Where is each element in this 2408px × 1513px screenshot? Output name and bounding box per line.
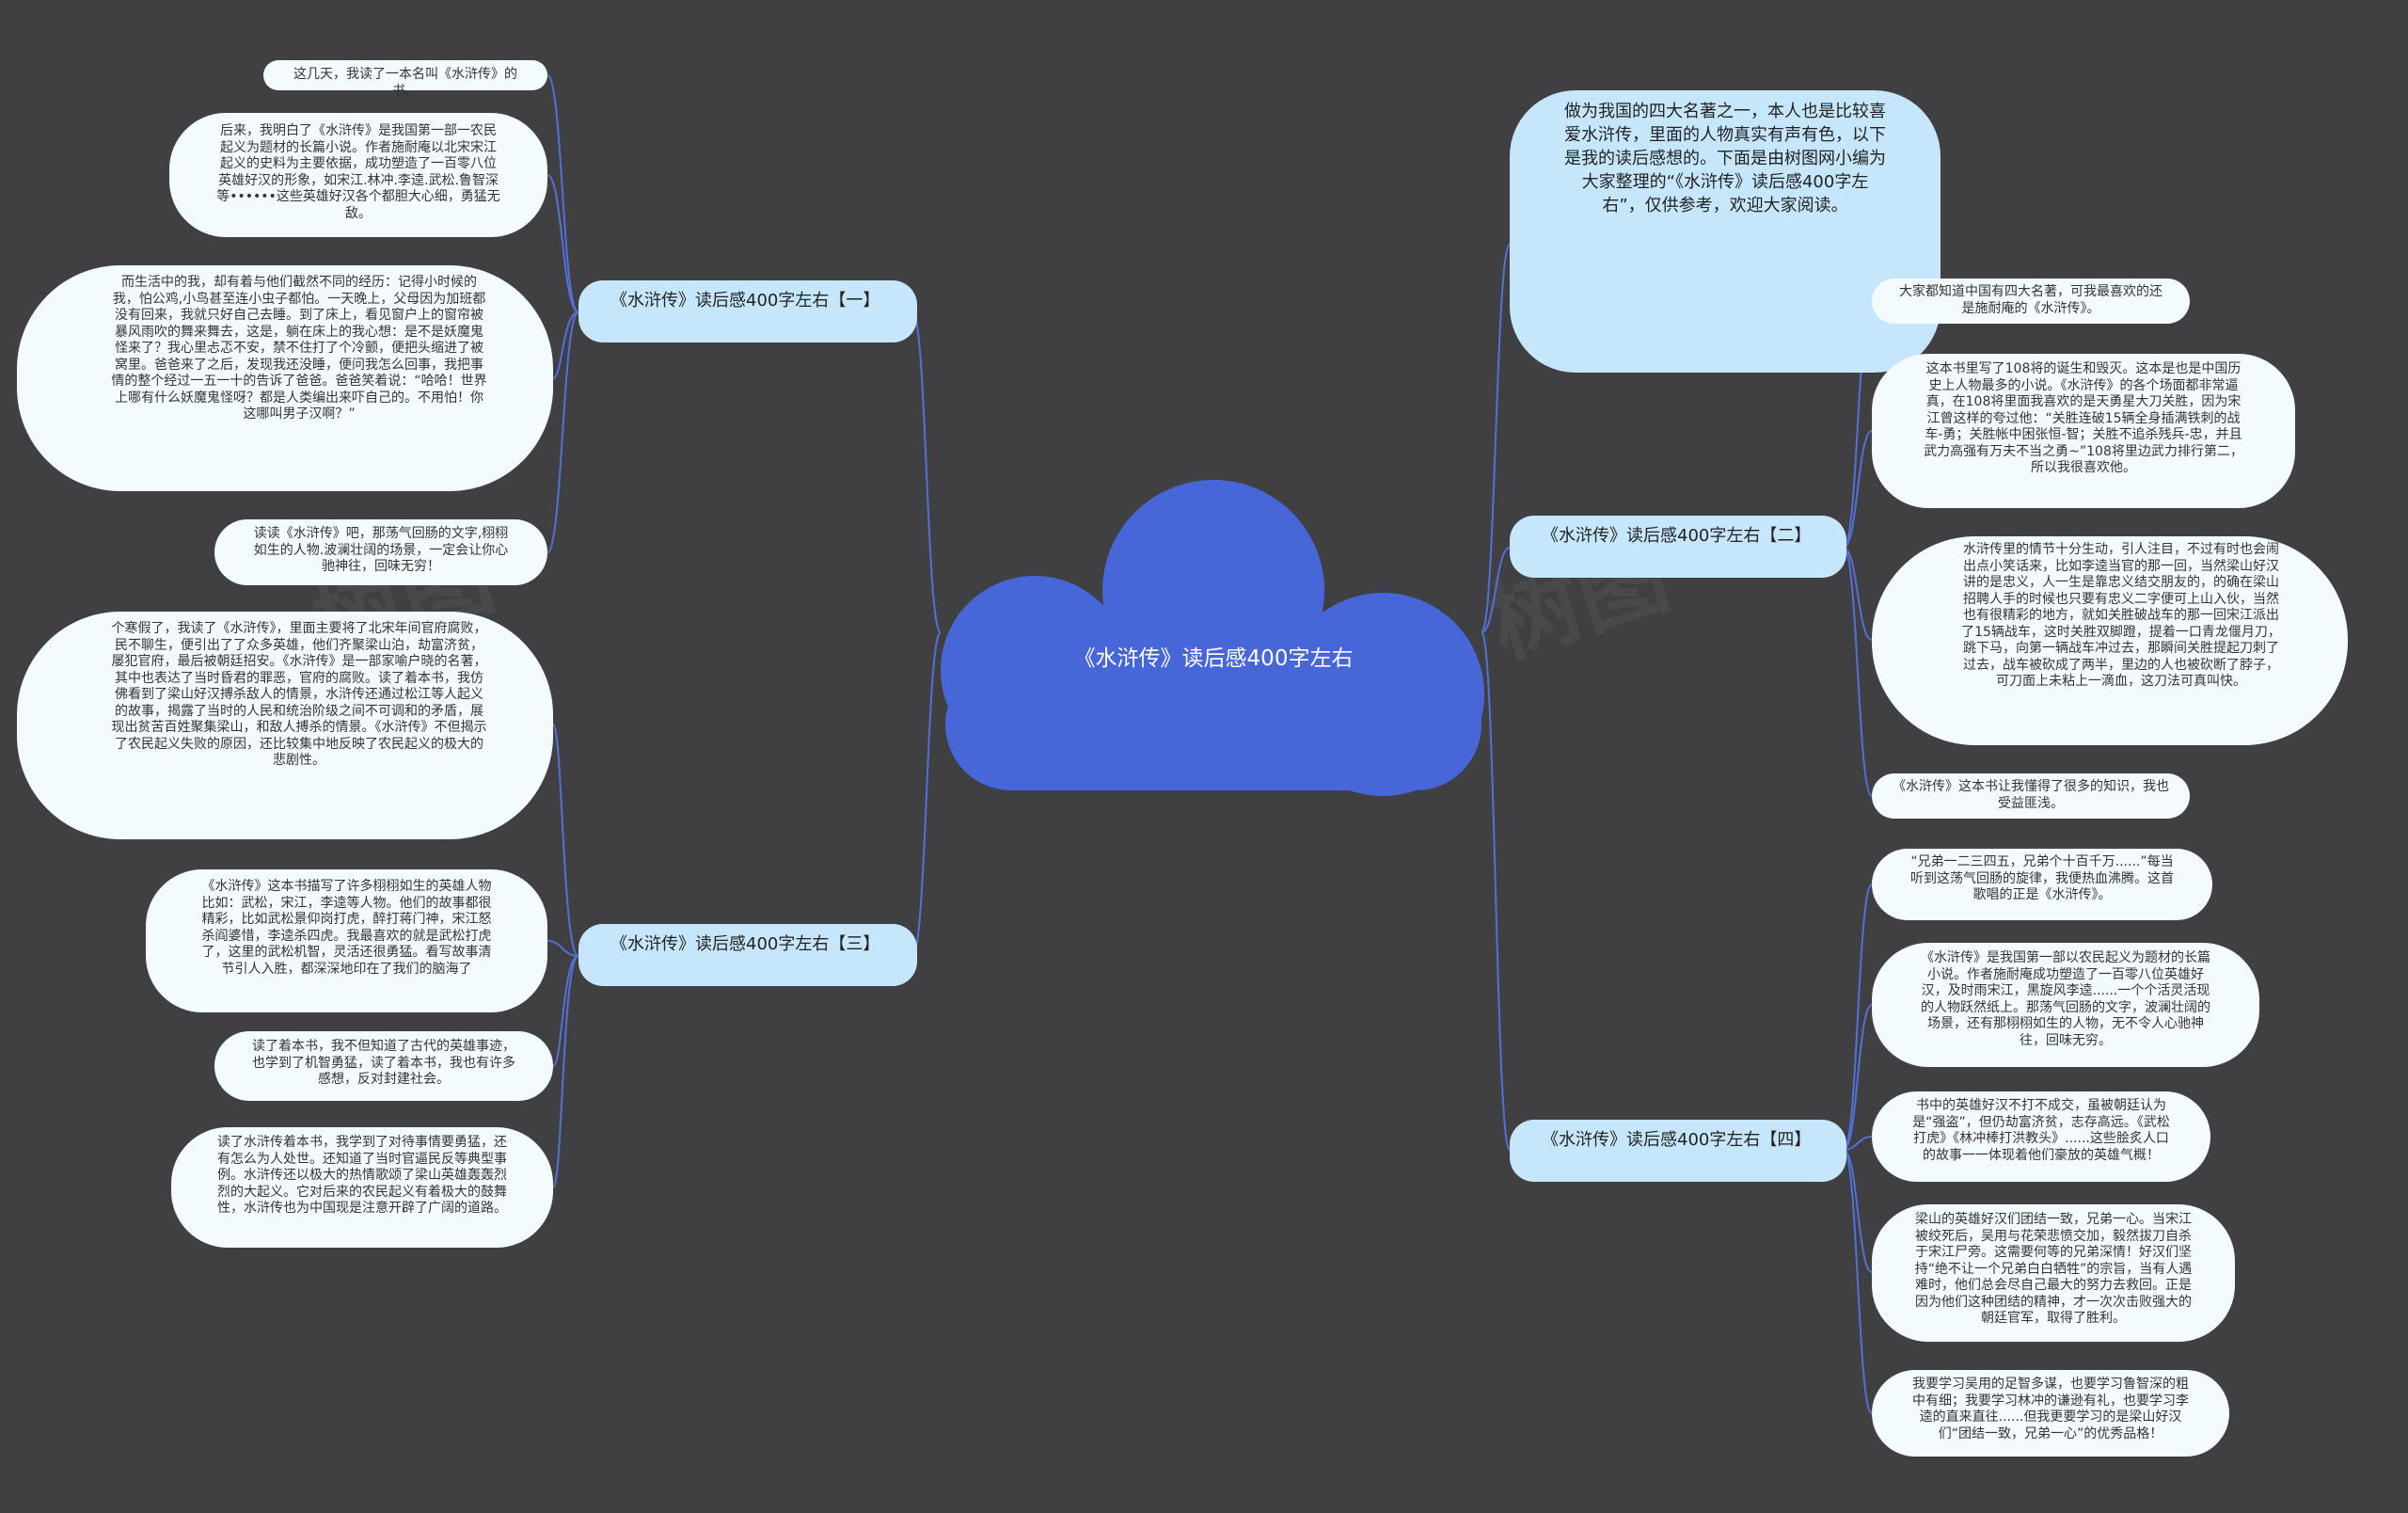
- leaf-node[interactable]: 《水浒传》这本书描写了许多栩栩如生的英雄人物比如：武松，宋江，李逵等人物。他们的…: [146, 869, 547, 1012]
- branch-1-node[interactable]: 《水浒传》读后感400字左右【一】: [578, 280, 917, 342]
- connector-root-intro: [1481, 244, 1511, 633]
- leaf-node[interactable]: 个寒假了，我读了《水浒传》，里面主要将了北宋年间官府腐败，民不聊生，便引出了了众…: [17, 612, 553, 839]
- leaf-node[interactable]: 读了水浒传着本书，我学到了对待事情要勇猛，还有怎么为人处世。还知道了当时官逼民反…: [171, 1127, 553, 1248]
- leaf-node[interactable]: “兄弟一二三四五，兄弟个十百千万......”每当听到这荡气回肠的旋律，我便热血…: [1872, 849, 2212, 920]
- leaf-node[interactable]: 这几天，我读了一本名叫《水浒传》的书。: [263, 60, 547, 99]
- connector-root-branch-3: [911, 631, 942, 957]
- connector-root-branch-2: [1481, 547, 1511, 633]
- leaf-node[interactable]: 读读《水浒传》吧，那荡气回肠的文字,栩栩如生的人物.波澜壮阔的场景，一定会让你心…: [214, 519, 547, 585]
- branch-4-node[interactable]: 《水浒传》读后感400字左右【四】: [1510, 1120, 1846, 1182]
- leaf-node[interactable]: 水浒传里的情节十分生动，引人注目，不过有时也会闹出点小笑话来，比如李逵当官的那一…: [1872, 536, 2348, 745]
- leaf-node[interactable]: 《水浒传》是我国第一部以农民起义为题材的长篇小说。作者施耐庵成功塑造了一百零八位…: [1872, 943, 2259, 1067]
- connector-root-branch-4: [1481, 631, 1511, 1151]
- branch-3-node[interactable]: 《水浒传》读后感400字左右【三】: [578, 924, 917, 986]
- leaf-node[interactable]: 《水浒传》这本书让我懂得了很多的知识，我也受益匪浅。: [1872, 773, 2190, 819]
- branch-2-node[interactable]: 《水浒传》读后感400字左右【二】: [1510, 516, 1846, 578]
- intro-node[interactable]: 做为我国的四大名著之一，本人也是比较喜爱水浒传，里面的人物真实有声有色，以下是我…: [1510, 90, 1941, 373]
- leaf-node[interactable]: 书中的英雄好汉不打不成交，虽被朝廷认为是“强盗”，但仍劫富济贫，志存高远。《武松…: [1872, 1091, 2210, 1182]
- leaf-node[interactable]: 这本书里写了108将的诞生和毁灭。这本是也是中国历史上人物最多的小说。《水浒传》…: [1872, 354, 2295, 508]
- connector-root-branch-1: [911, 311, 942, 633]
- leaf-node[interactable]: 梁山的英雄好汉们团结一致，兄弟一心。当宋江被绞死后，吴用与花荣悲愤交加，毅然拔刀…: [1872, 1204, 2235, 1342]
- leaf-node[interactable]: 而生活中的我，却有着与他们截然不同的经历：记得小时候的我，怕公鸡,小鸟甚至连小虫…: [17, 265, 553, 491]
- leaf-node[interactable]: 大家都知道中国有四大名著，可我最喜欢的还是施耐庵的《水浒传》。: [1872, 279, 2190, 324]
- root-title: 《水浒传》读后感400字左右: [1073, 646, 1354, 671]
- leaf-node[interactable]: 读了着本书，我不但知道了古代的英雄事迹，也学到了机智勇猛，读了着本书，我也有许多…: [214, 1031, 553, 1101]
- leaf-node[interactable]: 后来，我明白了《水浒传》是我国第一部一农民起义为题材的长篇小说。作者施耐庵以北宋…: [169, 113, 547, 237]
- leaf-node[interactable]: 我要学习吴用的足智多谋，也要学习鲁智深的粗中有细；我要学习林冲的谦逊有礼，也要学…: [1872, 1370, 2229, 1457]
